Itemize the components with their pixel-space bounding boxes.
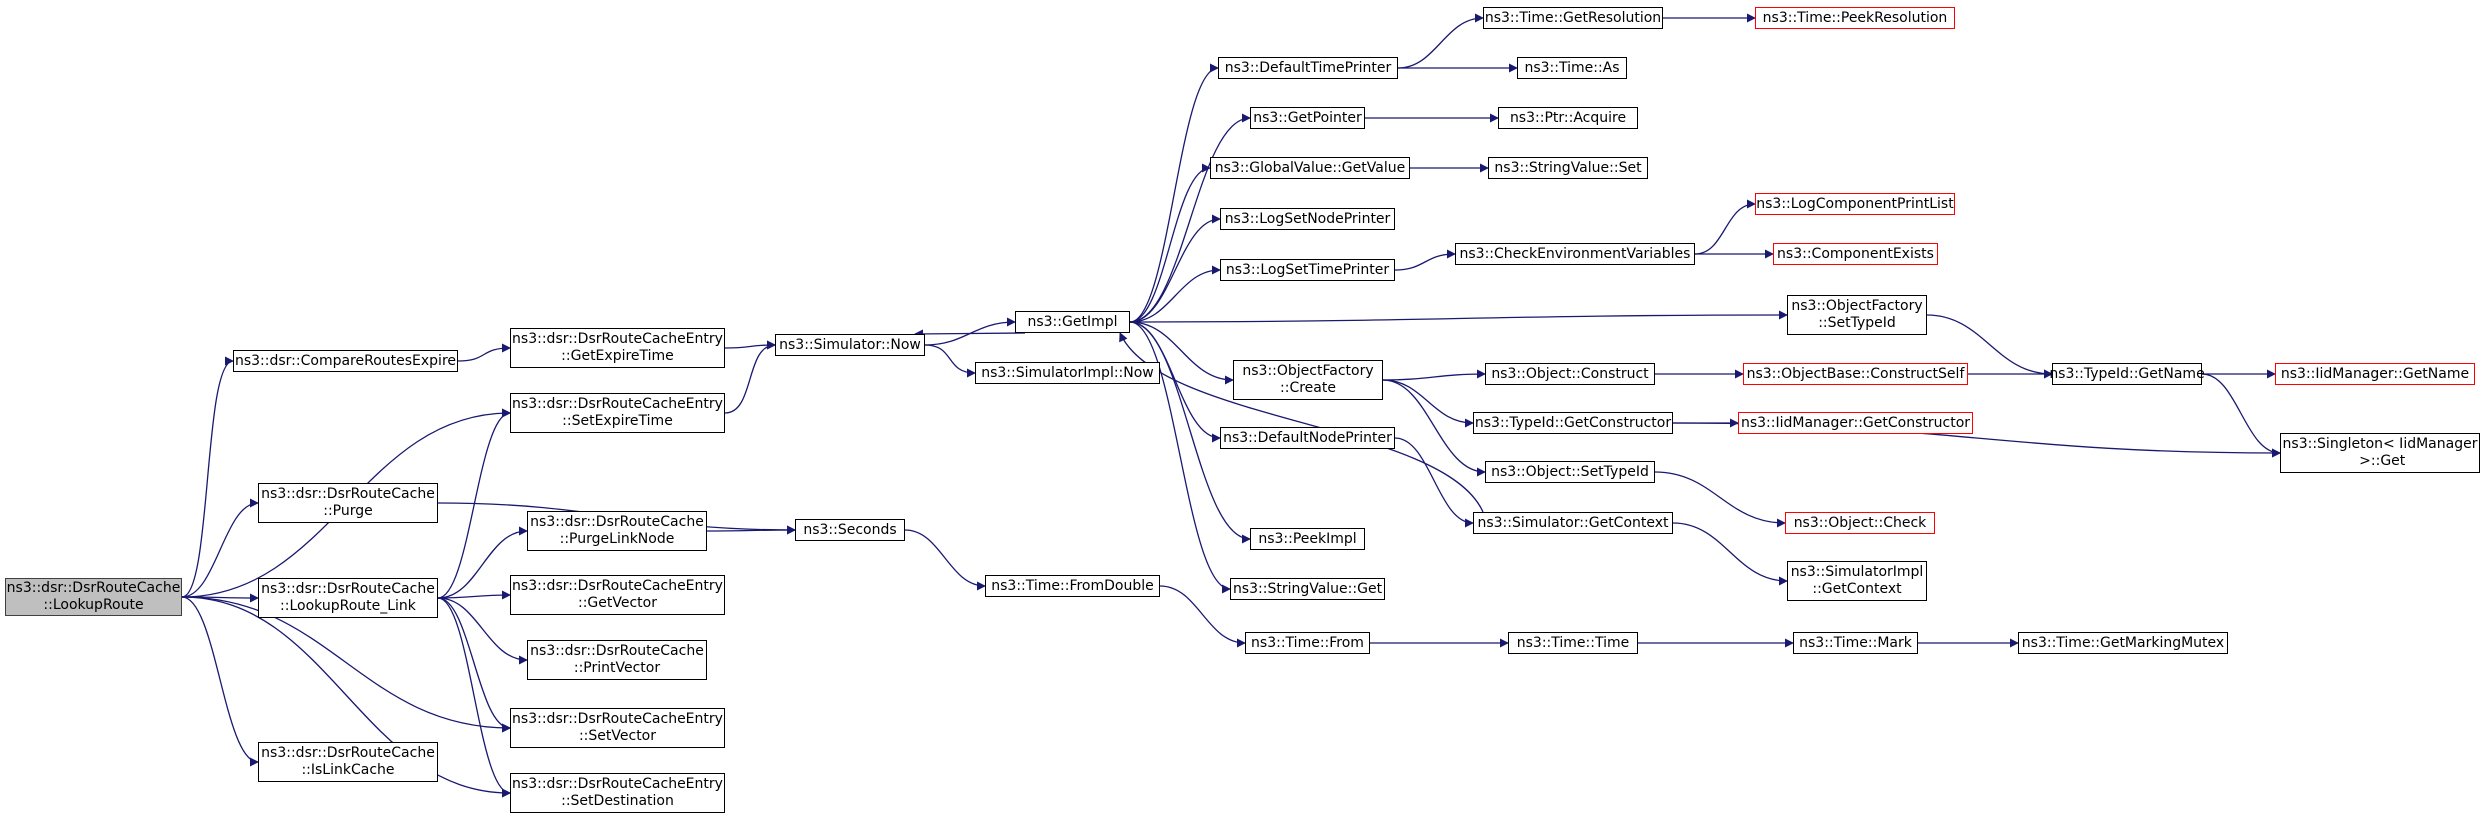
- edge-getimpl-to-ofsettid: [1129, 310, 1788, 323]
- edge-root-to-purge: [181, 498, 259, 598]
- node-setdest[interactable]: ns3::dsr::DsrRouteCacheEntry ::SetDestin…: [510, 773, 725, 813]
- edges-layer: [181, 13, 2281, 798]
- edge-getimpl-to-lstp: [1129, 265, 1221, 323]
- edge-getimpl-to-simnow: [914, 329, 1026, 339]
- node-peekimpl[interactable]: ns3::PeekImpl: [1250, 528, 1365, 550]
- edge-lrlink-to-getvec: [437, 590, 511, 600]
- node-tidgetcons[interactable]: ns3::TypeId::GetConstructor: [1473, 412, 1673, 434]
- edge-checkenv-to-logcpl: [1694, 199, 1756, 255]
- node-timetime[interactable]: ns3::Time::Time: [1508, 632, 1638, 654]
- node-simimplctx[interactable]: ns3::SimulatorImpl ::GetContext: [1787, 561, 1927, 601]
- node-ptracq[interactable]: ns3::Ptr::Acquire: [1498, 107, 1638, 129]
- node-fromdouble[interactable]: ns3::Time::FromDouble: [985, 575, 1160, 597]
- edge-deftp-to-getres: [1397, 13, 1484, 69]
- node-getexp[interactable]: ns3::dsr::DsrRouteCacheEntry ::GetExpire…: [510, 328, 725, 368]
- node-svset[interactable]: ns3::StringValue::Set: [1488, 157, 1648, 179]
- node-singleton[interactable]: ns3::Singleton< IidManager >::Get: [2280, 433, 2480, 473]
- node-defnp[interactable]: ns3::DefaultNodePrinter: [1220, 427, 1395, 449]
- edge-ofcreate-to-tidgetcons: [1382, 379, 1474, 428]
- node-simgetctx[interactable]: ns3::Simulator::GetContext: [1473, 512, 1673, 534]
- edge-tidgetname-to-singleton: [2201, 373, 2281, 458]
- edge-setexp-to-simnow: [724, 340, 776, 414]
- node-root: ns3::dsr::DsrRouteCache ::LookupRoute: [5, 578, 182, 616]
- edge-simgetctx-to-simimplctx: [1672, 522, 1788, 586]
- node-logcpl[interactable]: ns3::LogComponentPrintList: [1755, 193, 1955, 215]
- edge-defnp-to-simgetctx: [1394, 437, 1474, 528]
- edge-getimpl-to-gvget: [1129, 163, 1211, 323]
- node-peekres[interactable]: ns3::Time::PeekResolution: [1755, 7, 1955, 29]
- node-getptr[interactable]: ns3::GetPointer: [1250, 107, 1365, 129]
- node-timeas[interactable]: ns3::Time::As: [1517, 57, 1627, 79]
- edge-purgelink-to-seconds: [706, 525, 796, 535]
- edge-root-to-islink: [181, 596, 259, 767]
- node-getvec[interactable]: ns3::dsr::DsrRouteCacheEntry ::GetVector: [510, 575, 725, 615]
- node-obconsself[interactable]: ns3::ObjectBase::ConstructSelf: [1743, 363, 1968, 385]
- node-getmutex[interactable]: ns3::Time::GetMarkingMutex: [2018, 632, 2228, 654]
- node-compexists[interactable]: ns3::ComponentExists: [1773, 243, 1938, 265]
- node-timemark[interactable]: ns3::Time::Mark: [1793, 632, 1918, 654]
- node-iidgetname[interactable]: ns3::IidManager::GetName: [2275, 363, 2475, 385]
- edge-getimpl-to-lsnp: [1129, 214, 1221, 323]
- edge-ofcreate-to-objcons: [1382, 369, 1486, 381]
- node-tidgetname[interactable]: ns3::TypeId::GetName: [2049, 363, 2205, 385]
- node-getres[interactable]: ns3::Time::GetResolution: [1483, 7, 1663, 29]
- edge-getimpl-to-svget: [1129, 321, 1231, 594]
- node-purgelink[interactable]: ns3::dsr::DsrRouteCache ::PurgeLinkNode: [527, 511, 707, 551]
- node-printvec[interactable]: ns3::dsr::DsrRouteCache ::PrintVector: [527, 640, 707, 680]
- node-deftp[interactable]: ns3::DefaultTimePrinter: [1218, 57, 1398, 79]
- edge-root-to-setdest: [181, 596, 511, 798]
- node-lrlink[interactable]: ns3::dsr::DsrRouteCache ::LookupRoute_Li…: [258, 578, 438, 618]
- node-timefrom[interactable]: ns3::Time::From: [1245, 632, 1370, 654]
- node-iidgetcons[interactable]: ns3::IidManager::GetConstructor: [1738, 412, 1973, 434]
- edge-lrlink-to-printvec: [437, 597, 528, 665]
- node-ofcreate[interactable]: ns3::ObjectFactory ::Create: [1233, 360, 1383, 400]
- node-objsettid[interactable]: ns3::Object::SetTypeId: [1485, 461, 1655, 483]
- node-simimplnow[interactable]: ns3::SimulatorImpl::Now: [975, 362, 1160, 384]
- node-islink[interactable]: ns3::dsr::DsrRouteCache ::IsLinkCache: [258, 742, 438, 782]
- edge-getimpl-to-peekimpl: [1129, 321, 1251, 544]
- node-svget[interactable]: ns3::StringValue::Get: [1230, 578, 1385, 600]
- edge-lrlink-to-setdest: [437, 597, 511, 798]
- edge-getimpl-to-deftp: [1129, 63, 1219, 323]
- edge-lrlink-to-setvec: [437, 597, 511, 733]
- edge-simnow-to-simimplnow: [924, 344, 976, 378]
- node-objcheck[interactable]: ns3::Object::Check: [1785, 512, 1935, 534]
- edge-ofsettid-to-tidgetname: [1926, 314, 2053, 379]
- node-ofsettid[interactable]: ns3::ObjectFactory ::SetTypeId: [1787, 295, 1927, 335]
- node-gvget[interactable]: ns3::GlobalValue::GetValue: [1210, 157, 1410, 179]
- edge-getimpl-to-getptr: [1129, 113, 1251, 323]
- edge-lstp-to-checkenv: [1394, 249, 1456, 271]
- edge-seconds-to-fromdouble: [904, 529, 986, 591]
- node-getimpl[interactable]: ns3::GetImpl: [1015, 311, 1130, 333]
- node-setvec[interactable]: ns3::dsr::DsrRouteCacheEntry ::SetVector: [510, 708, 725, 748]
- edge-objsettid-to-objcheck: [1654, 471, 1786, 528]
- node-lstp[interactable]: ns3::LogSetTimePrinter: [1220, 259, 1395, 281]
- node-checkenv[interactable]: ns3::CheckEnvironmentVariables: [1455, 243, 1695, 265]
- node-lsnp[interactable]: ns3::LogSetNodePrinter: [1220, 208, 1395, 230]
- edge-ofcreate-to-objsettid: [1382, 379, 1486, 477]
- edge-root-to-compare: [181, 356, 234, 598]
- edge-getimpl-to-ofcreate: [1129, 321, 1234, 385]
- node-seconds[interactable]: ns3::Seconds: [795, 519, 905, 541]
- edge-root-to-setvec: [181, 596, 511, 733]
- edge-fromdouble-to-timefrom: [1159, 585, 1246, 648]
- edge-lrlink-to-purgelink: [437, 526, 528, 599]
- edge-compare-to-getexp: [457, 343, 511, 362]
- edge-lrlink-to-setexp: [437, 408, 511, 599]
- node-simnow[interactable]: ns3::Simulator::Now: [775, 334, 925, 356]
- node-setexp[interactable]: ns3::dsr::DsrRouteCacheEntry ::SetExpire…: [510, 393, 725, 433]
- node-objcons[interactable]: ns3::Object::Construct: [1485, 363, 1655, 385]
- node-purge[interactable]: ns3::dsr::DsrRouteCache ::Purge: [258, 483, 438, 523]
- node-compare[interactable]: ns3::dsr::CompareRoutesExpire: [233, 350, 458, 372]
